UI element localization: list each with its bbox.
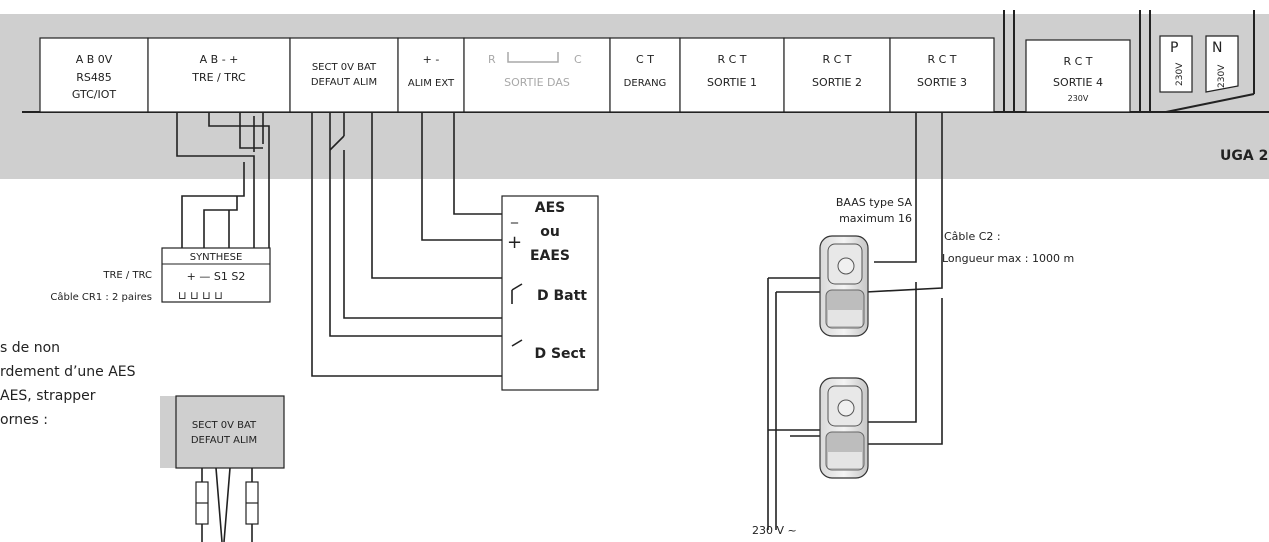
svg-text:R C T: R C T (717, 53, 746, 66)
svg-text:ornes :: ornes : (0, 412, 48, 428)
terminal-sortie-3: R C T SORTIE 3 (889, 37, 995, 113)
svg-text:C T: C T (636, 53, 654, 66)
terminal-sortie-das: R C SORTIE DAS (463, 37, 611, 113)
svg-text:s de non: s de non (0, 340, 60, 356)
board-title: UGA 2 (1220, 148, 1268, 164)
svg-text:ou: ou (540, 224, 560, 240)
svg-text:SORTIE 4: SORTIE 4 (1053, 76, 1103, 89)
baas-type-label: BAAS type SA (836, 196, 913, 209)
baas-wiring (767, 112, 943, 530)
svg-text:R: R (488, 53, 496, 66)
cable-c2-label: Câble C2 : (944, 230, 1001, 243)
svg-text:+ — S1 S2: + — S1 S2 (187, 270, 246, 283)
svg-text:SYNTHESE: SYNTHESE (190, 252, 243, 263)
synthese-block: SYNTHESE + — S1 S2 ⊔ ⊔ ⊔ ⊔ (161, 247, 271, 303)
terminal-sect-0v-bat: SECT 0V BAT DEFAUT ALIM (289, 37, 399, 113)
svg-text:AES: AES (535, 200, 565, 216)
terminal-sortie-2: R C T SORTIE 2 (783, 37, 891, 113)
svg-text:ALIM EXT: ALIM EXT (408, 78, 455, 89)
svg-text:SORTIE DAS: SORTIE DAS (504, 76, 570, 89)
svg-text:R C T: R C T (822, 53, 851, 66)
svg-text:D Sect: D Sect (534, 346, 585, 362)
svg-text:RS485: RS485 (76, 71, 112, 84)
baas-max-label: maximum 16 (839, 212, 912, 225)
svg-text:C: C (574, 53, 582, 66)
svg-text:R C T: R C T (927, 53, 956, 66)
svg-text:230V: 230V (1175, 62, 1185, 86)
svg-text:TRE / TRC: TRE / TRC (191, 71, 246, 84)
svg-text:EAES: EAES (530, 248, 570, 264)
svg-text:SECT 0V BAT: SECT 0V BAT (312, 62, 377, 73)
power-230v-label: 230 V ~ (752, 524, 797, 537)
terminal-rs485: A B 0V RS485 GTC/IOT (39, 37, 149, 113)
terminal-tre-trc: A B - + TRE / TRC (147, 37, 291, 113)
cable-length-label: Longueur max : 1000 m (942, 252, 1074, 265)
svg-text:N: N (1212, 40, 1222, 56)
terminal-phase-p: P 230V (1159, 35, 1193, 93)
aes-block: _ + AES ou EAES D Batt D Sect (501, 195, 599, 391)
svg-text:⊔ ⊔ ⊔ ⊔: ⊔ ⊔ ⊔ ⊔ (178, 289, 223, 302)
svg-text:SORTIE 2: SORTIE 2 (812, 76, 862, 89)
tre-trc-wiring (176, 112, 270, 248)
svg-text:rdement d’une AES: rdement d’une AES (0, 364, 136, 380)
tre-trc-label: TRE / TRC (102, 270, 152, 281)
cable-cr1-label: Câble CR1 : 2 paires (50, 291, 152, 303)
svg-text:R C T: R C T (1063, 55, 1092, 68)
svg-text:DEFAUT ALIM: DEFAUT ALIM (311, 77, 377, 88)
svg-text:DEFAUT ALIM: DEFAUT ALIM (191, 435, 257, 446)
baas-device-1 (819, 235, 869, 337)
svg-text:SORTIE 1: SORTIE 1 (707, 76, 757, 89)
terminal-sortie-4: R C T SORTIE 4 230V (1025, 39, 1131, 113)
terminal-sortie-1: R C T SORTIE 1 (679, 37, 785, 113)
svg-text:+ -: + - (423, 53, 440, 66)
svg-text:P: P (1170, 40, 1178, 56)
svg-text:GTC/IOT: GTC/IOT (72, 88, 116, 101)
svg-text:SORTIE 3: SORTIE 3 (917, 76, 967, 89)
svg-text:A B - +: A B - + (200, 53, 239, 66)
svg-text:A B 0V: A B 0V (76, 53, 113, 66)
terminal-alim-ext: + - ALIM EXT (397, 37, 465, 113)
strap-note: s de non rdement d’une AES AES, strapper… (0, 340, 136, 428)
svg-text:230V: 230V (1217, 64, 1227, 88)
terminal-derang: C T DERANG (609, 37, 681, 113)
svg-text:DERANG: DERANG (624, 78, 667, 89)
strap-terminal-block: SECT 0V BAT DEFAUT ALIM (160, 395, 285, 542)
svg-text:AES, strapper: AES, strapper (0, 388, 96, 404)
svg-text:+: + (507, 232, 522, 253)
svg-text:_: _ (510, 208, 519, 224)
svg-text:SECT 0V BAT: SECT 0V BAT (192, 420, 257, 431)
terminal-neutral-n: N 230V (1205, 35, 1239, 93)
baas-device-2 (819, 377, 869, 479)
svg-text:230V: 230V (1068, 94, 1089, 103)
svg-text:D Batt: D Batt (537, 288, 587, 304)
